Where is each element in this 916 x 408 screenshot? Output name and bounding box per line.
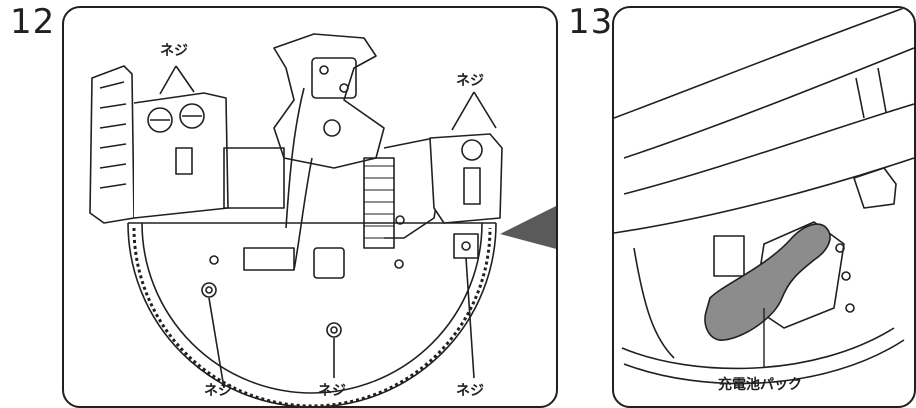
step-number-13: 13	[568, 2, 614, 42]
panel-step-12: ネジ ネジ ネジ ネジ ネジ	[62, 6, 558, 408]
battery-pack-label: 充電池パック	[718, 377, 802, 393]
camera-base-illustration	[89, 33, 556, 406]
panel-step-13: 充電池パック	[612, 6, 916, 408]
screw-label-bottom-center: ネジ	[318, 383, 346, 399]
battery-closeup-illustration	[614, 8, 914, 385]
screw-label-bottom-right: ネジ	[456, 383, 484, 399]
screw-label-bottom-left: ネジ	[204, 383, 232, 399]
screw-label-top-right: ネジ	[456, 73, 484, 89]
screw-label-top-left: ネジ	[160, 43, 188, 59]
step-number-12: 12	[10, 2, 56, 42]
